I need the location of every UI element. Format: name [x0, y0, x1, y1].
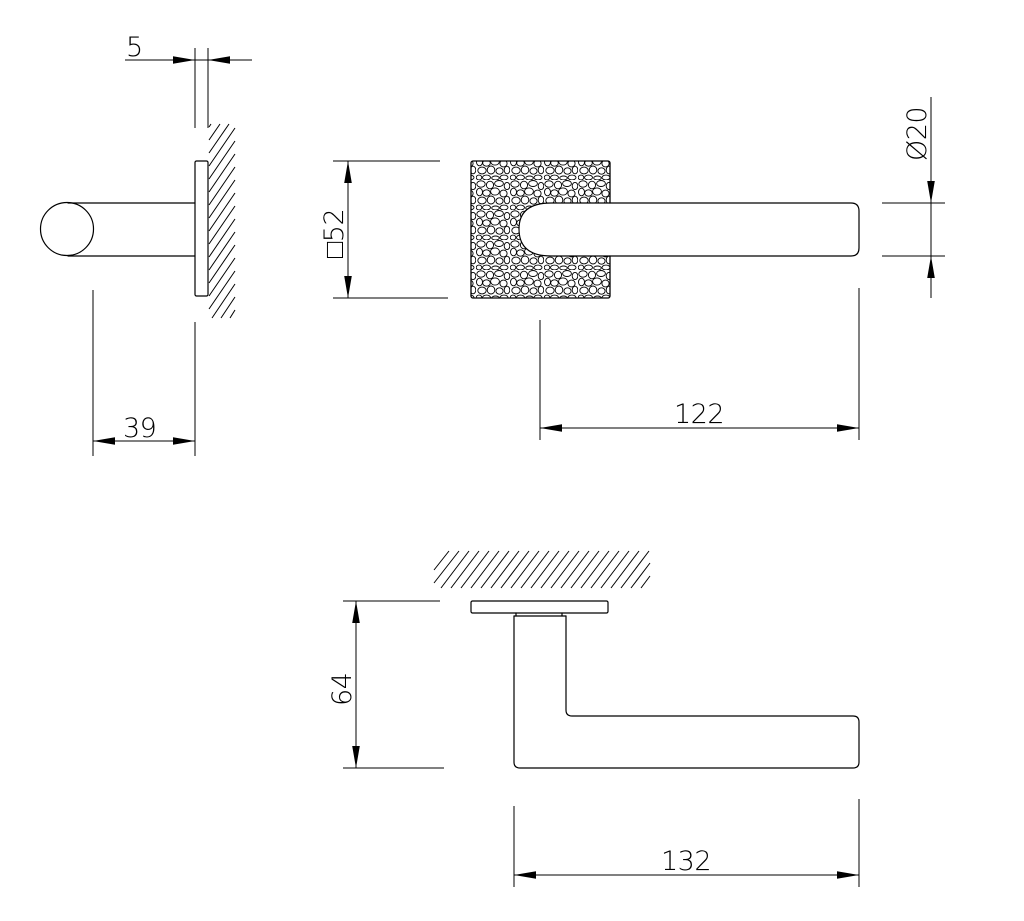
dim-rose-thickness: 5	[125, 32, 252, 128]
rose-plate-side	[194, 160, 209, 297]
wall-hatch-side	[208, 123, 236, 319]
dim-label-lever-length-top: 122	[674, 399, 724, 430]
dim-rose-square: □52	[319, 160, 448, 299]
dim-height: 64	[327, 600, 444, 769]
dim-lever-length-top: 122	[539, 288, 860, 440]
wall-hatch-top	[433, 550, 651, 589]
dim-label-projection: 39	[123, 413, 156, 444]
dim-label-rose-square: □52	[319, 209, 350, 258]
dim-label-lever-diameter: Ø20	[902, 107, 933, 161]
dim-label-lever-length-bottom: 132	[661, 846, 711, 877]
dim-label-height: 64	[327, 673, 358, 706]
lever-end-circle	[39, 201, 95, 257]
rose-plate-top	[470, 600, 609, 614]
front-view: □52 122 Ø20	[319, 97, 945, 440]
dim-label-rose-thickness: 5	[126, 32, 143, 63]
dim-lever-diameter: Ø20	[882, 97, 945, 298]
side-view: 5 39	[39, 32, 252, 456]
dim-lever-length-bottom: 132	[513, 799, 860, 887]
top-view: 64 132	[327, 550, 860, 887]
lever-top-view	[513, 615, 860, 769]
dim-projection: 39	[92, 290, 196, 456]
